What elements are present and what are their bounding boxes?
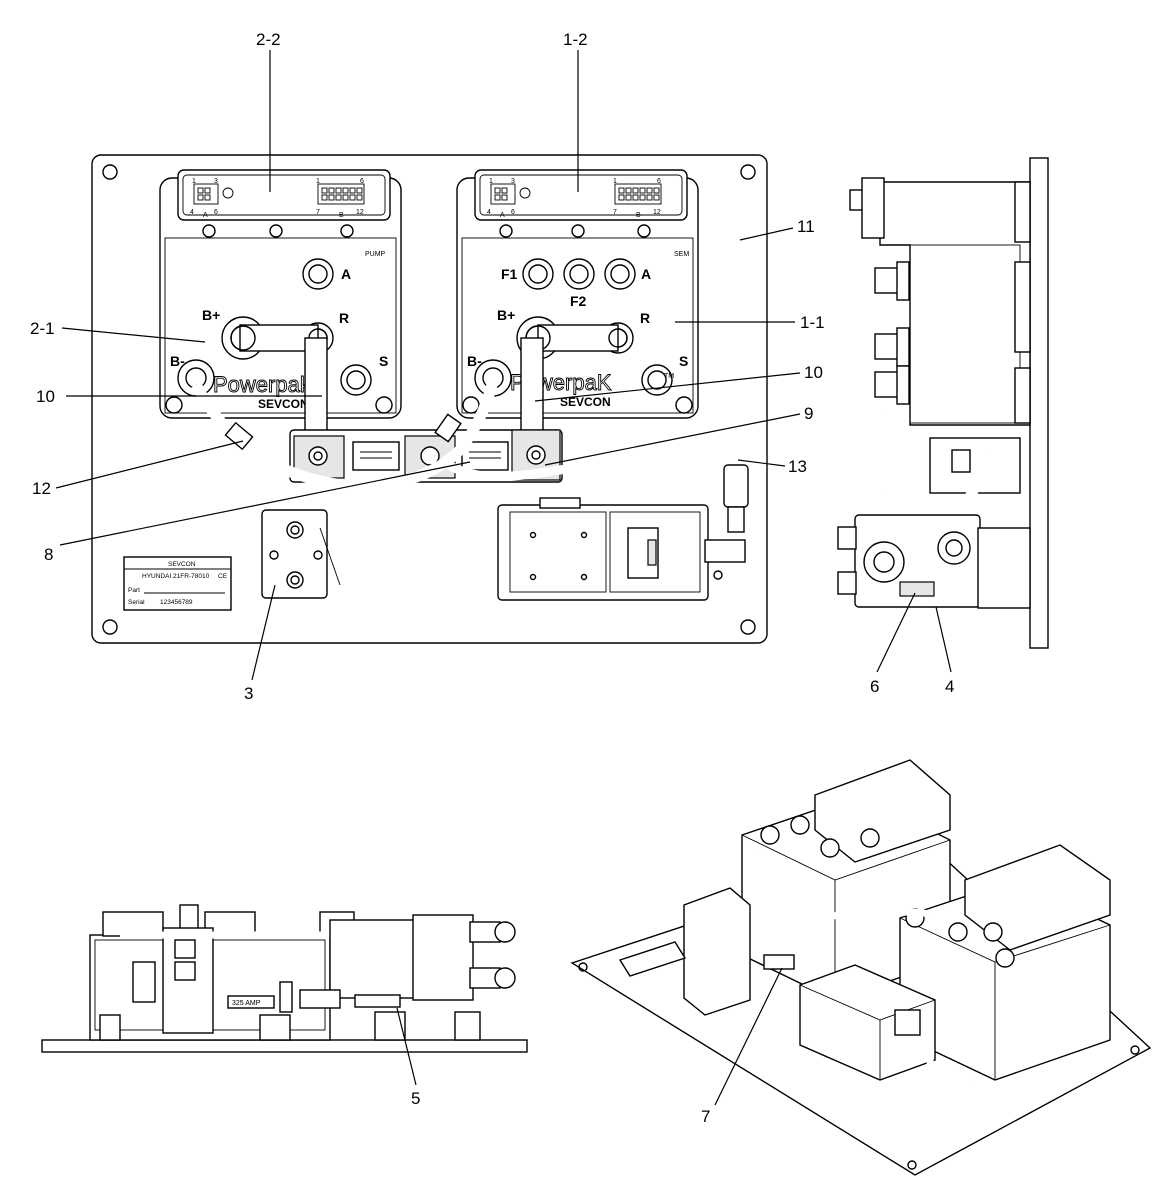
callout-2-2: 2-2: [256, 30, 281, 49]
callout-2-1: 2-1: [30, 319, 55, 338]
left-conn-b1: 1: [316, 178, 320, 185]
traction-controller: 1 3 4 A 6 1 6 7 B 12 SEM F1 F2 A B+ R B-…: [456, 169, 699, 419]
leader-lines: [55, 50, 952, 1106]
callout-8: 8: [44, 545, 53, 564]
left-brand: Powerpak: [213, 372, 312, 397]
isometric-view: [570, 759, 1152, 1176]
left-term-a: A: [341, 266, 351, 282]
left-conn-a1: 1: [192, 178, 196, 185]
side-view: [837, 157, 1049, 649]
callout-11: 11: [797, 217, 815, 236]
left-term-s: S: [379, 353, 388, 369]
right-conn-a6: 6: [511, 209, 515, 216]
right-maker: SEVCON: [560, 395, 611, 409]
nameplate-maker: SEVCON: [168, 561, 196, 568]
left-maker: SEVCON: [258, 397, 309, 411]
left-conn-a4: 4: [190, 209, 194, 216]
callout-3: 3: [244, 684, 253, 703]
right-conn-a4: 4: [487, 209, 491, 216]
bus-bars-front: [289, 337, 563, 483]
right-conn-a3: 3: [511, 178, 515, 185]
pump-controller: 1 3 4 A 6 1 6 7 B 12 PUMP A B+ R B- S Po…: [159, 169, 402, 419]
right-term-a: A: [641, 266, 651, 282]
nameplate-model: HYUNDAI 21FR-78010: [142, 573, 210, 580]
right-tm: TM: [664, 373, 674, 380]
callout-6: 6: [870, 677, 879, 696]
left-term-bminus: B-: [170, 353, 185, 369]
cables-front: [191, 382, 749, 533]
right-conn-b1: 1: [613, 178, 617, 185]
left-conn-b12: 12: [356, 209, 364, 216]
callout-1-2: 1-2: [563, 30, 588, 49]
left-conn-a6: 6: [214, 209, 218, 216]
right-conn-b6: 6: [657, 178, 661, 185]
right-conn-a-label: A: [500, 212, 505, 219]
fuse-rating: 325 AMP: [232, 1000, 261, 1007]
nameplate: SEVCON HYUNDAI 21FR-78010 CE Part Serial…: [123, 556, 232, 611]
left-conn-b-label: B: [339, 212, 344, 219]
right-term-bplus: B+: [497, 307, 515, 323]
left-conn-b6: 6: [360, 178, 364, 185]
callout-1-1: 1-1: [800, 313, 825, 332]
callout-labels: 2-2 1-2 11 2-1 1-1 10 10 9 13 12 8 3 6 4…: [30, 30, 954, 1126]
right-conn-b12: 12: [653, 209, 661, 216]
right-term-r: R: [640, 310, 650, 326]
contactor-front: [497, 497, 746, 601]
left-term-bplus: B+: [202, 307, 220, 323]
left-conn-a3: 3: [214, 178, 218, 185]
callout-7: 7: [701, 1107, 710, 1126]
callout-5: 5: [411, 1089, 420, 1108]
left-header: PUMP: [365, 251, 386, 258]
right-term-bminus: B-: [467, 353, 482, 369]
callout-10-right: 10: [804, 363, 823, 382]
callout-12: 12: [32, 479, 51, 498]
callout-9: 9: [804, 404, 813, 423]
nameplate-serial-label: Serial: [128, 599, 145, 606]
left-conn-a-label: A: [203, 212, 208, 219]
callout-4: 4: [945, 677, 954, 696]
nameplate-serial-value: 123456789: [160, 599, 193, 606]
right-conn-b-label: B: [636, 212, 641, 219]
right-conn-b7: 7: [613, 209, 617, 216]
nameplate-part-label: Part: [128, 587, 140, 594]
right-header: SEM: [674, 251, 689, 258]
nameplate-ce: CE: [218, 573, 228, 580]
right-term-f1: F1: [501, 266, 518, 282]
right-term-f2: F2: [570, 293, 587, 309]
right-term-s: S: [679, 353, 688, 369]
callout-10-left: 10: [36, 387, 55, 406]
front-elevation: 325 AMP: [41, 904, 528, 1053]
fuse-holder-front: [261, 509, 341, 599]
left-term-r: R: [339, 310, 349, 326]
left-conn-b7: 7: [316, 209, 320, 216]
right-conn-a1: 1: [489, 178, 493, 185]
callout-13: 13: [788, 457, 807, 476]
